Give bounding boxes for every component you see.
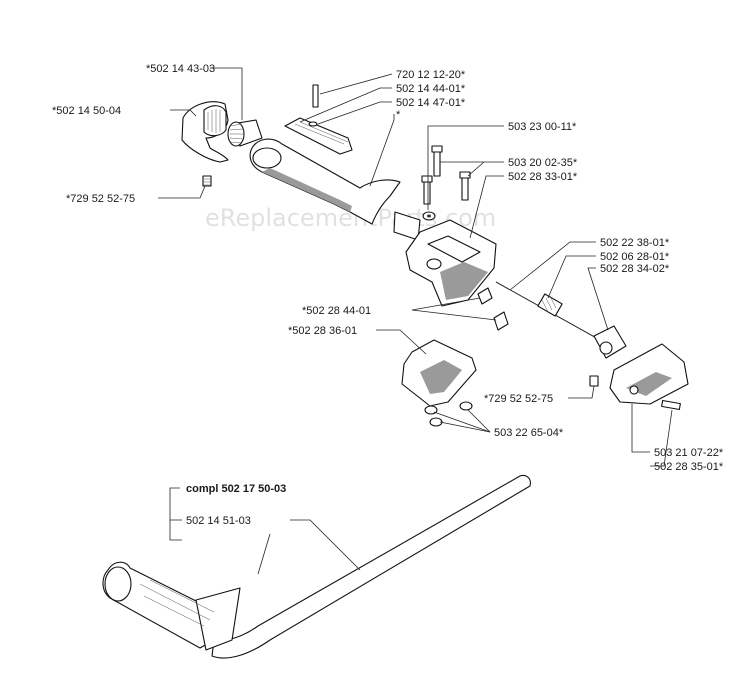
label-502-28-35-01: 502 28 35-01* [654,461,724,473]
label-720-12-12-20: 720 12 12-20* [396,69,466,81]
loop-handle-part [102,474,531,659]
label-502-06-28-01: 502 06 28-01* [600,251,670,263]
label-502-28-44-01: *502 28 44-01 [302,305,371,317]
screw-upper-left-part [202,175,212,187]
cover-part [609,343,689,405]
label-compl-502-17-50-03: compl 502 17 50-03 [186,483,286,495]
screw-cover-part [661,399,681,411]
label-503-22-65-04: 503 22 65-04* [494,427,564,439]
label-503-23-00-11: 503 23 00-11* [508,121,577,133]
nuts-part [424,401,473,427]
screw-right-part [589,375,599,387]
throttle-cable-part [495,281,627,359]
label-502-14-44-01: 502 14 44-01* [396,83,466,95]
label-502-14-50-04: *502 14 50-04 [52,105,121,117]
washer-part [422,211,436,221]
label-502-28-34-02: 502 28 34-02* [600,263,670,275]
lower-bracket-part [401,339,477,407]
handle-tube-part [249,138,421,241]
label-502-28-36-01: *502 28 36-01 [288,325,357,337]
label-502-28-33-01: 502 28 33-01* [508,171,578,183]
label-729-52-52-75-upper: *729 52 52-75 [66,193,135,205]
label-503-21-07-22: 503 21 07-22* [654,447,724,459]
washer-small-part [308,121,318,127]
label-729-52-52-75-right: *729 52 52-75 [484,393,553,405]
gear-part [227,119,263,147]
small-pins-part [477,287,509,331]
leader-lines [158,67,673,575]
bolt-pair-part [421,145,471,205]
handle-bracket-part [405,219,497,307]
label-502-14-51-03: 502 14 51-03 [186,515,251,527]
label-503-20-02-35: 503 20 02-35* [508,157,578,169]
label-502-22-38-01: 502 22 38-01* [600,237,670,249]
part-labels: *502 14 43-03 *502 14 50-04 *729 52 52-7… [52,63,724,527]
label-502-14-43-03: *502 14 43-03 [146,63,215,75]
label-502-14-47-01: 502 14 47-01* [396,97,466,109]
throttle-housing-part [181,101,229,163]
label-asterisk: * [396,109,401,121]
grip-strip-part [284,117,353,155]
pin-part [312,84,319,108]
